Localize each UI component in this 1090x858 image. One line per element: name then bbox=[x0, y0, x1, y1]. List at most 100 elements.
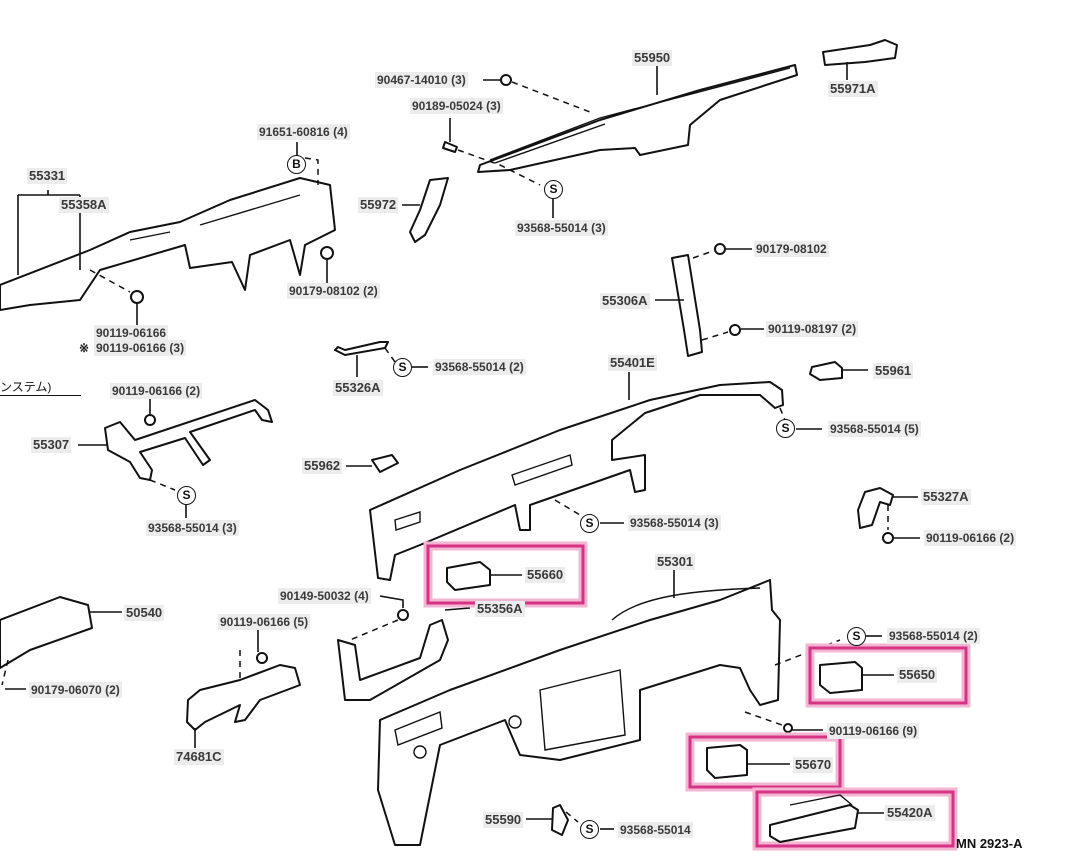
leader-90149 bbox=[379, 595, 404, 608]
label-90179-08102-2: 90179-08102 (2) bbox=[287, 283, 380, 299]
label-93568-55014-5: 93568-55014 (5) bbox=[828, 421, 921, 437]
dash-90179-06070 bbox=[1, 659, 9, 686]
bolt-90119-06166-9 bbox=[783, 723, 793, 733]
bolt-90119-06166 bbox=[130, 290, 144, 304]
highlight-55420A[interactable] bbox=[752, 787, 958, 851]
label-90119-06166-9: 90119-06166 (9) bbox=[827, 723, 920, 739]
label-55590: 55590 bbox=[483, 812, 524, 828]
dash-91651 bbox=[304, 157, 319, 185]
screw-s-symbol: S bbox=[177, 486, 196, 505]
screw-s-symbol: S bbox=[393, 358, 412, 377]
note-fragment: ンステム) bbox=[0, 378, 82, 396]
label-93568-55014-3-mid: 93568-55014 (3) bbox=[628, 515, 721, 531]
dash-bolt bbox=[89, 269, 131, 293]
label-93568-55014-bottom: 93568-55014 bbox=[618, 822, 693, 838]
screw-90149 bbox=[397, 609, 409, 621]
screw-s-symbol: S bbox=[580, 514, 599, 533]
leader-55331 bbox=[17, 190, 81, 275]
screw-s-symbol: S bbox=[776, 419, 795, 438]
reinforcement-55331 bbox=[0, 177, 336, 311]
label-55962: 55962 bbox=[302, 458, 343, 474]
label-90119-06166-2-left: 90119-06166 (2) bbox=[110, 383, 203, 399]
label-90149-50032: 90149-50032 (4) bbox=[278, 588, 371, 604]
label-74681C: 74681C bbox=[174, 749, 224, 765]
label-91651-60816: 91651-60816 (4) bbox=[257, 124, 350, 140]
label-90179-08102: 90179-08102 bbox=[754, 241, 829, 257]
bolt-b-symbol: B bbox=[287, 155, 306, 174]
label-55401E: 55401E bbox=[608, 355, 657, 371]
label-55650[interactable]: 55650 bbox=[897, 667, 938, 683]
hose-55972 bbox=[409, 177, 449, 243]
cover-55962 bbox=[371, 454, 399, 473]
figure-code: MN 2923-A bbox=[956, 836, 1023, 851]
defroster-nozzle-55950 bbox=[477, 64, 798, 173]
cover-55961 bbox=[809, 361, 843, 381]
label-93568-55014-3-top: 93568-55014 (3) bbox=[515, 220, 608, 236]
label-55327A: 55327A bbox=[921, 489, 971, 505]
bracket-55327A bbox=[857, 487, 894, 529]
label-90467-14010: 90467-14010 (3) bbox=[375, 72, 468, 88]
nut-90179-08102 bbox=[714, 243, 726, 255]
asterisk-mark: ※ bbox=[79, 341, 90, 355]
label-90119-06166-2-right: 90119-06166 (2) bbox=[924, 530, 1017, 546]
label-55971A: 55971A bbox=[828, 81, 878, 97]
dash-93568-5 bbox=[779, 407, 786, 421]
dash-55326A bbox=[384, 347, 396, 363]
dash-90119-08197 bbox=[701, 331, 729, 341]
label-55670[interactable]: 55670 bbox=[793, 757, 834, 773]
screw-s-symbol: S bbox=[580, 820, 599, 839]
label-55301: 55301 bbox=[655, 554, 696, 570]
label-55356A: 55356A bbox=[475, 601, 525, 617]
nut-90179-08102-2 bbox=[320, 246, 334, 260]
bracket-55307 bbox=[104, 399, 273, 481]
label-90189-05024: 90189-05024 (3) bbox=[410, 98, 503, 114]
label-55358A: 55358A bbox=[59, 197, 109, 213]
bracket-74681C bbox=[186, 664, 301, 731]
screw-s-symbol: S bbox=[544, 180, 563, 199]
instrument-panel-55301 bbox=[377, 579, 781, 846]
bracket-55306A bbox=[671, 254, 703, 357]
label-55660[interactable]: 55660 bbox=[525, 567, 566, 583]
label-55950: 55950 bbox=[632, 50, 673, 66]
label-90179-06070: 90179-06070 (2) bbox=[29, 682, 122, 698]
label-90119-06166-5: 90119-06166 (5) bbox=[218, 614, 311, 630]
highlight-55650[interactable] bbox=[805, 643, 971, 708]
safety-pad-55401E bbox=[369, 381, 784, 581]
label-55307: 55307 bbox=[31, 437, 72, 453]
label-50540: 50540 bbox=[124, 605, 165, 621]
label-55326A: 55326A bbox=[333, 380, 383, 396]
dash-93568-3-mid bbox=[554, 499, 586, 519]
dash-90119-06166-9 bbox=[744, 711, 783, 726]
label-90119-06166: 90119-06166 bbox=[94, 325, 169, 341]
dash-90179-08102 bbox=[692, 250, 714, 259]
bolt-90119-06166-2 bbox=[144, 414, 156, 426]
dash-93568-bottom bbox=[565, 811, 579, 823]
dash-93568-3-left bbox=[149, 479, 176, 491]
highlight-55670[interactable] bbox=[685, 732, 845, 792]
label-55961: 55961 bbox=[873, 363, 914, 379]
dash-90189 bbox=[457, 149, 541, 186]
label-93568-55014-3-left: 93568-55014 (3) bbox=[146, 520, 239, 536]
dash-90149 bbox=[349, 619, 399, 641]
label-90119-08197: 90119-08197 (2) bbox=[766, 321, 859, 337]
screw-90189 bbox=[442, 141, 458, 153]
lower-panel-55356A bbox=[337, 619, 449, 701]
label-93568-55014-2-right: 93568-55014 (2) bbox=[887, 628, 980, 644]
label-55331: 55331 bbox=[27, 168, 68, 184]
bracket-55326A bbox=[334, 341, 389, 356]
screw-s-symbol: S bbox=[847, 627, 866, 646]
clip-55590 bbox=[551, 804, 569, 836]
label-90119-06166-3: 90119-06166 (3) bbox=[94, 340, 187, 356]
label-55420A[interactable]: 55420A bbox=[885, 805, 935, 821]
cover-50540 bbox=[0, 596, 93, 669]
dash-90467 bbox=[511, 81, 591, 113]
bolt-90119-06166-5 bbox=[256, 652, 268, 664]
bolt-90119-08197 bbox=[729, 324, 741, 336]
duct-55971A bbox=[822, 39, 898, 66]
label-93568-55014-2-mid: 93568-55014 (2) bbox=[433, 359, 526, 375]
label-55972: 55972 bbox=[358, 197, 399, 213]
label-55306A: 55306A bbox=[600, 293, 650, 309]
bolt-90119-06166-right bbox=[882, 532, 894, 544]
